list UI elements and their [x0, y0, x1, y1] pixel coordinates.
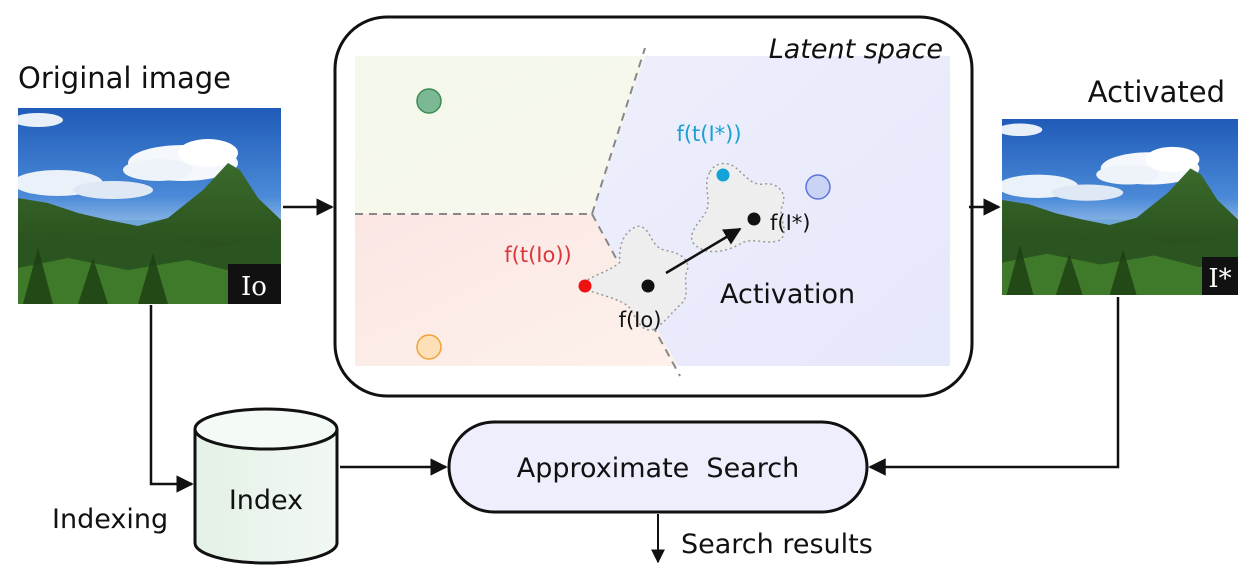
- io-badge-label: Io: [241, 272, 267, 302]
- istar-badge-label: I*: [1208, 264, 1231, 294]
- istar-badge: [1202, 257, 1238, 295]
- f-t-io-label: f(t(Io)): [504, 243, 571, 267]
- index-cylinder-top: [193, 407, 339, 451]
- activated-image: [1002, 119, 1238, 295]
- search-results-label: Search results: [681, 529, 873, 560]
- f-t-io-point: [578, 279, 592, 293]
- boundary-upper: [591, 47, 646, 215]
- green-class-circle: [416, 88, 442, 114]
- f-io-point: [641, 279, 655, 293]
- f-istar-label: f(I*): [770, 211, 810, 235]
- f-t-istar-label: f(t(I*)): [676, 122, 741, 146]
- activated-image-label: Activated: [1088, 75, 1225, 109]
- io-badge: [228, 264, 281, 304]
- io-augmentation-blob: [578, 225, 689, 331]
- latent-space-title: Latent space: [769, 34, 943, 65]
- activation-label: Activation: [720, 279, 855, 310]
- arrow-image-to-index: [149, 305, 194, 493]
- blue-class-circle: [805, 174, 831, 200]
- indexing-label: Indexing: [52, 504, 168, 535]
- istar-augmentation-blob: [690, 162, 785, 253]
- approximate-search-box: [447, 420, 869, 514]
- f-istar-point: [747, 212, 761, 226]
- approximate-search-label: Approximate Search: [517, 453, 799, 484]
- region-orange: [355, 214, 678, 366]
- f-io-label: f(Io): [619, 308, 662, 332]
- activation-arrow: [665, 227, 742, 275]
- f-t-istar-point: [716, 168, 730, 182]
- index-cylinder-body: [193, 429, 339, 565]
- index-label: Index: [229, 485, 303, 516]
- orange-class-circle: [416, 334, 442, 360]
- original-image-label: Original image: [18, 61, 231, 95]
- boundary-lower: [591, 213, 681, 377]
- arrow-activated-to-search: [868, 297, 1120, 476]
